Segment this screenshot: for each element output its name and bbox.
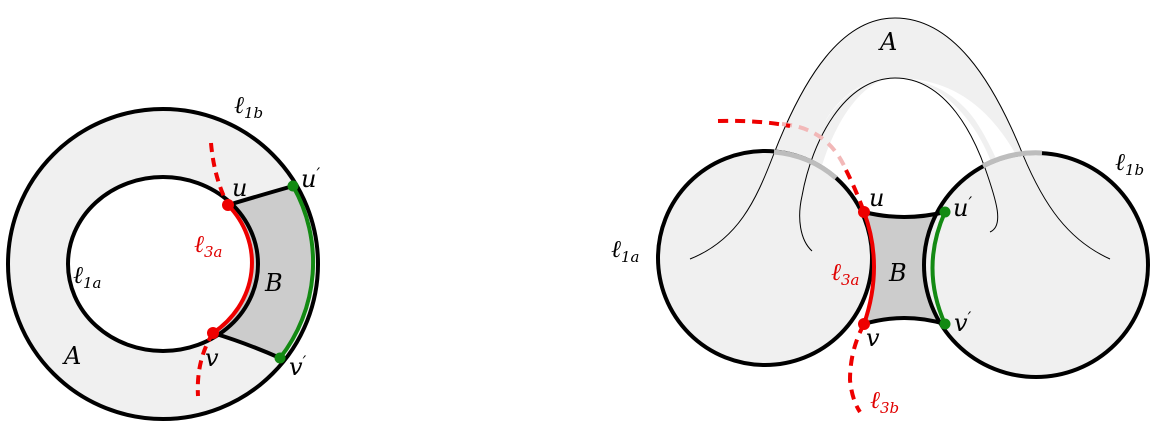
left-label-v-prime: v′	[289, 352, 307, 381]
right-red-dashed-bottom	[847, 323, 866, 414]
right-red-curve-l3a	[862, 211, 876, 325]
left-red-curve-l3a	[211, 203, 254, 335]
left-point-u-prime	[287, 180, 299, 192]
right-red-dashed-top	[717, 118, 791, 128]
left-label-u: u	[232, 174, 247, 202]
right-arch-shape	[689, 17, 1111, 260]
right-region-B	[864, 212, 945, 324]
left-outer-boundary-l1b	[6, 107, 320, 421]
left-green-curve	[278, 185, 316, 360]
left-figure: ℓ1b ℓ1a ℓ3a u u′ v v′ B A	[6, 91, 320, 421]
left-point-u	[222, 199, 234, 211]
right-point-u-prime	[939, 206, 951, 218]
right-label-v-prime: v′	[954, 308, 972, 337]
left-label-B: B	[264, 269, 283, 297]
left-inner-boundary-l1a	[66, 175, 260, 353]
right-label-v: v	[866, 324, 880, 352]
right-right-disk	[924, 153, 1148, 377]
left-red-dashed-top	[209, 142, 230, 206]
right-label-l1b: ℓ1b	[1115, 148, 1144, 179]
right-arc-v-vprime	[863, 316, 946, 326]
right-label-A: A	[878, 28, 897, 56]
left-point-v-prime	[274, 352, 286, 364]
left-label-l1a: ℓ1a	[73, 261, 102, 292]
left-label-A: A	[62, 342, 81, 370]
right-point-v-prime	[939, 318, 951, 330]
left-label-u-prime: u′	[301, 164, 320, 193]
left-arc-v-vprime	[212, 331, 281, 360]
right-figure: A B ℓ1a ℓ1b ℓ3a ℓ3b u u′ v v′	[611, 17, 1150, 417]
right-point-u	[858, 206, 870, 218]
right-left-disk	[658, 151, 872, 365]
left-label-l3a: ℓ3a	[194, 230, 223, 261]
right-label-l3a: ℓ3a	[831, 258, 860, 289]
right-label-u-prime: u′	[953, 193, 972, 222]
right-arch-overlap-left	[773, 149, 838, 180]
left-label-v: v	[205, 344, 219, 372]
right-label-l1a: ℓ1a	[611, 235, 640, 266]
right-point-v	[858, 318, 870, 330]
right-label-B: B	[888, 259, 907, 287]
right-label-l3b: ℓ3b	[870, 386, 899, 417]
right-arc-u-uprime	[863, 210, 946, 219]
right-green-curve	[930, 211, 947, 325]
right-red-dashed-top-faint	[781, 122, 848, 171]
right-arch-overlap-right	[981, 150, 1043, 169]
left-label-l1b: ℓ1b	[234, 91, 263, 122]
right-label-u: u	[869, 184, 884, 212]
left-point-v	[207, 327, 219, 339]
